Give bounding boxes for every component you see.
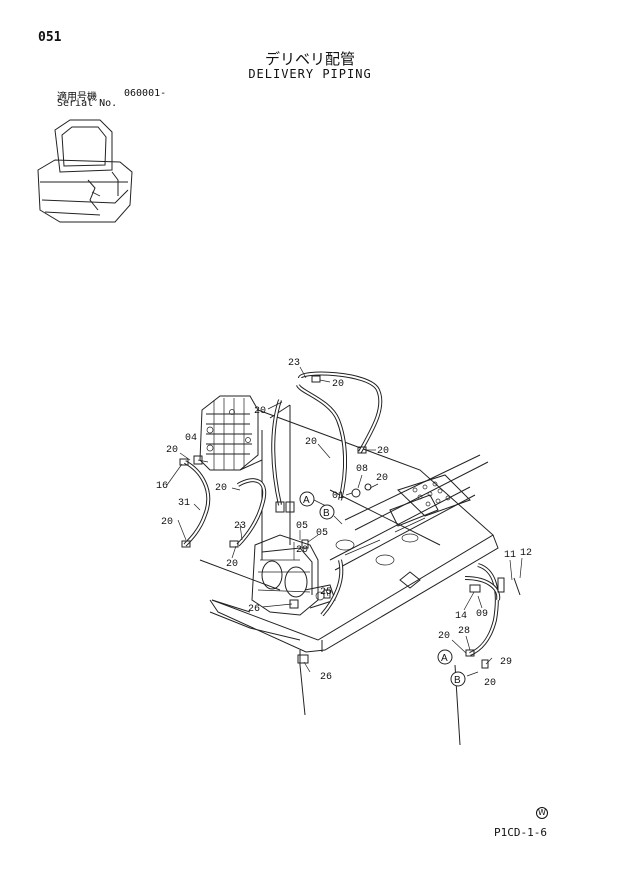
control-valve — [199, 395, 263, 471]
page-title-japanese: デリベリ配管 — [264, 50, 355, 68]
callout-31: 31 — [178, 498, 190, 509]
callout-20: 20 — [166, 445, 178, 456]
callout-25: 25 — [320, 587, 332, 598]
page-title-english: DELIVERY PIPING — [248, 67, 372, 81]
callout-20: 20 — [226, 559, 238, 570]
callout-23: 23 — [234, 521, 246, 532]
callout-09: 09 — [476, 609, 488, 620]
callout-01: 01 — [332, 491, 344, 502]
callout-20: 20 — [215, 483, 227, 494]
leader-lines — [166, 366, 523, 677]
ref-circle-a — [299, 491, 315, 507]
callout-20: 20 — [254, 406, 266, 417]
frame-structure — [199, 404, 499, 746]
callout-20: 20 — [438, 631, 450, 642]
callout-05: 05 — [296, 521, 308, 532]
callout-20: 20 — [305, 437, 317, 448]
pump-assembly — [251, 534, 336, 616]
hose-lines — [183, 371, 501, 656]
callout-29: 29 — [500, 657, 512, 668]
callout-20: 20 — [332, 379, 344, 390]
callout-20: 20 — [484, 678, 496, 689]
part-callouts: 23 20 20 20 20 20 04 20 16 31 20 08 20 0… — [156, 358, 532, 689]
ref-circle-b — [319, 504, 335, 520]
fittings — [179, 375, 521, 669]
callout-28: 28 — [458, 626, 470, 637]
callout-23: 23 — [288, 358, 300, 369]
serial-value: 060001- — [124, 88, 167, 99]
ref-circle-a — [437, 649, 453, 665]
region-mark: W — [536, 807, 548, 819]
callout-26: 26 — [320, 672, 332, 683]
callout-04: 04 — [185, 433, 197, 444]
reference-markers: A B A B — [299, 491, 466, 687]
callout-16: 16 — [156, 481, 168, 492]
ref-b: B — [454, 675, 461, 686]
callout-08: 08 — [356, 464, 368, 475]
page-number: 051 — [38, 30, 62, 45]
callout-11: 11 — [504, 550, 516, 561]
serial-label-english: Serial No. — [57, 98, 118, 109]
callout-05: 05 — [316, 528, 328, 539]
ref-a: A — [441, 653, 448, 664]
callout-20: 20 — [296, 545, 308, 556]
callout-20: 20 — [161, 517, 173, 528]
serial-label-japanese: 適用号機 — [57, 92, 97, 103]
callout-20: 20 — [377, 446, 389, 457]
callout-26: 26 — [248, 604, 260, 615]
ref-a: A — [303, 495, 310, 506]
page-code: P1CD-1-6 — [494, 826, 547, 839]
ref-b: B — [323, 508, 330, 519]
callout-12: 12 — [520, 548, 532, 559]
machine-locator-thumbnail — [37, 119, 133, 223]
callout-20: 20 — [376, 473, 388, 484]
callout-14: 14 — [455, 611, 467, 622]
ref-circle-b — [450, 671, 466, 687]
